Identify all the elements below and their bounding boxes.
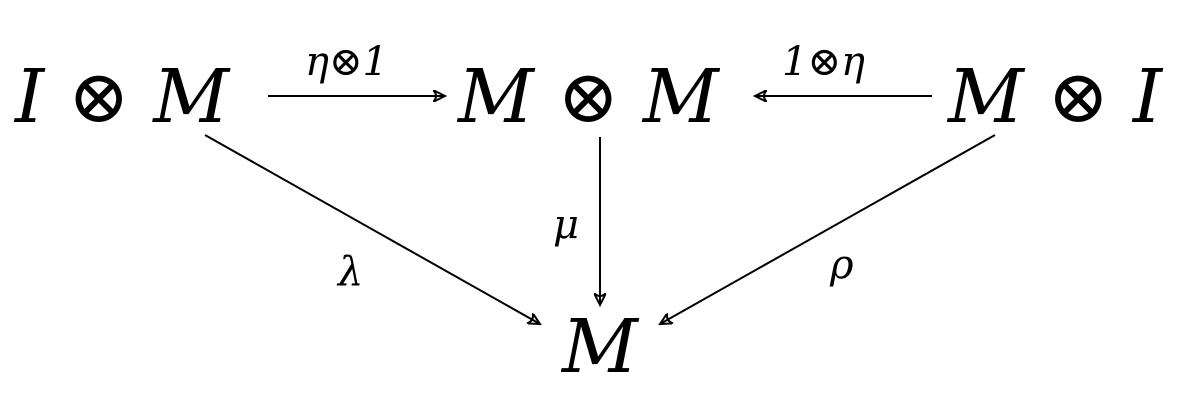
- label-1-tensor-eta: 1⊗η: [782, 39, 865, 85]
- node-m-tensor-m: M ⊗ M: [458, 54, 719, 140]
- node-i-tensor-m: I ⊗ M: [15, 54, 230, 140]
- arrow-lambda: [204, 134, 540, 324]
- label-eta-tensor-1: η⊗1: [305, 39, 388, 85]
- node-m-tensor-i: M ⊗ I: [948, 54, 1163, 140]
- label-mu: μ: [553, 202, 579, 248]
- node-m: M: [562, 304, 638, 390]
- label-rho: ρ: [830, 242, 854, 288]
- label-lambda: λ: [338, 249, 364, 295]
- arrow-rho: [660, 134, 996, 324]
